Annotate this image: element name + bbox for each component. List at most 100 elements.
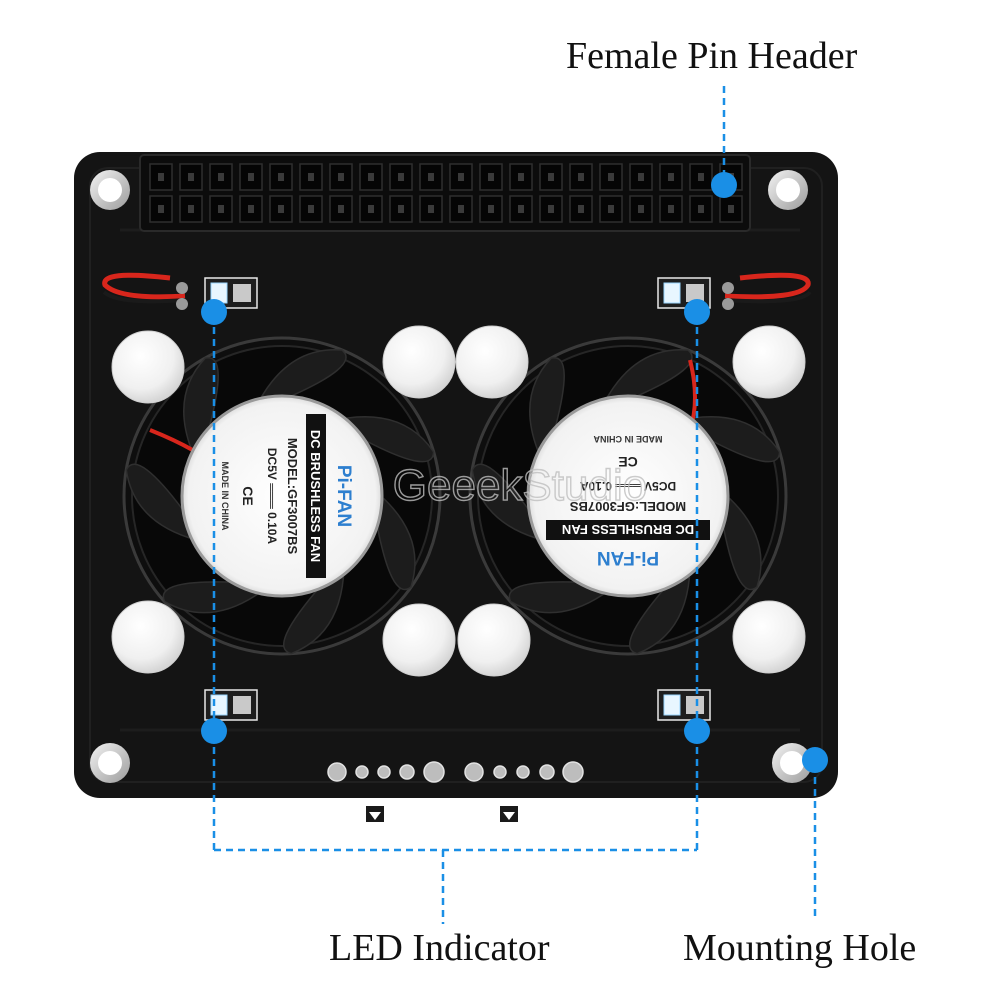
header-socket-hole: [188, 173, 194, 181]
header-socket-hole: [578, 173, 584, 181]
header-socket-hole: [668, 173, 674, 181]
fan-blade: [162, 581, 258, 614]
fan-type: DC BRUSHLESS FAN: [308, 430, 323, 562]
fan-blade: [629, 576, 691, 655]
standoffs: [111, 325, 806, 677]
header-socket-hole: [638, 205, 644, 213]
header-socket-hole: [488, 173, 494, 181]
bottom-pin: [539, 764, 555, 780]
fan-rating: DC5V ═══ 0.10A: [265, 448, 279, 545]
standoff: [382, 325, 456, 399]
fan-brand: Pi-FAN: [597, 547, 659, 568]
female-pin-header: [139, 154, 751, 232]
mounting-hole-bottom-left: [90, 743, 130, 783]
bottom-pin-row: [327, 761, 584, 783]
bottom-pin: [423, 761, 445, 783]
standoff: [111, 600, 185, 674]
fan-origin: MADE IN CHINA: [220, 462, 230, 531]
bottom-pin: [327, 762, 347, 782]
header-socket-hole: [428, 173, 434, 181]
label-female-pin-header: Female Pin Header: [566, 35, 858, 77]
fan-model: MODEL:GF3007BS: [570, 499, 687, 514]
fan-blade: [508, 581, 604, 614]
callout-dot: [802, 747, 828, 773]
header-socket-hole: [608, 205, 614, 213]
led-chip: [663, 282, 681, 304]
header-socket-hole: [668, 205, 674, 213]
fan-rating: DC5V ═══ 0.10A: [580, 479, 677, 493]
fan-blade: [606, 348, 693, 401]
fan-hub-label: [180, 394, 384, 598]
header-socket-hole: [398, 205, 404, 213]
header-socket-hole: [548, 205, 554, 213]
header-socket-hole: [368, 205, 374, 213]
header-socket-hole: [338, 173, 344, 181]
header-socket-hole: [428, 205, 434, 213]
header-socket-hole: [458, 173, 464, 181]
fan-brand: Pi-FAN: [333, 465, 354, 527]
mounting-hole-top-left: [90, 170, 130, 210]
mounting-hole-bottom-right: [772, 743, 812, 783]
header-pin-holes: [149, 163, 743, 223]
standoff: [455, 325, 529, 399]
bottom-switch-left: [366, 806, 384, 822]
header-socket-hole: [278, 205, 284, 213]
header-socket-hole: [308, 173, 314, 181]
fan-origin: MADE IN CHINA: [593, 434, 662, 444]
header-socket-hole: [458, 205, 464, 213]
fan-blade: [471, 463, 536, 539]
fan-blades: [471, 348, 781, 655]
header-socket-hole: [518, 173, 524, 181]
fan-ce-mark: CE: [240, 486, 256, 505]
watermark: GeeekStudio: [393, 461, 647, 510]
header-socket-hole: [398, 173, 404, 181]
header-socket-hole: [368, 173, 374, 181]
fan-wire-left: [102, 272, 188, 310]
fan-type: DC BRUSHLESS FAN: [562, 522, 694, 537]
header-socket-hole: [578, 205, 584, 213]
bottom-pin: [562, 761, 584, 783]
bottom-pin: [493, 765, 507, 779]
label-led-indicator: LED Indicator: [329, 927, 550, 969]
led-chip: [663, 694, 681, 716]
bottom-pin: [355, 765, 369, 779]
bottom-pin: [464, 762, 484, 782]
bottom-switch-right: [500, 806, 518, 822]
callout-mounting-hole: [802, 747, 828, 918]
header-socket-hole: [488, 205, 494, 213]
standoff: [382, 603, 456, 677]
led-resistor: [233, 284, 251, 302]
bottom-pin: [399, 764, 415, 780]
fan-blade: [720, 497, 762, 591]
header-socket-hole: [548, 173, 554, 181]
header-socket-hole: [698, 173, 704, 181]
header-socket-hole: [218, 173, 224, 181]
standoff: [732, 325, 806, 399]
standoff: [457, 603, 531, 677]
header-socket-hole: [518, 205, 524, 213]
header-socket-hole: [158, 205, 164, 213]
fan-wire-right: [722, 272, 812, 310]
header-socket-hole: [188, 205, 194, 213]
led-resistor: [686, 284, 704, 302]
bottom-pin: [377, 765, 391, 779]
mounting-hole-top-right: [768, 170, 808, 210]
fan-left: Pi-FAN DC BRUSHLESS FAN MODEL:GF3007BS D…: [122, 336, 442, 656]
fan-ce-mark: CE: [618, 454, 637, 470]
led-resistor: [233, 696, 251, 714]
header-socket-hole: [608, 173, 614, 181]
fan-model: MODEL:GF3007BS: [285, 438, 300, 555]
header-socket-hole: [728, 205, 734, 213]
header-socket-hole: [698, 205, 704, 213]
callout-female-header: [711, 86, 737, 198]
led-resistor: [686, 696, 704, 714]
header-socket-hole: [248, 173, 254, 181]
label-mounting-hole: Mounting Hole: [683, 927, 917, 969]
led-indicators: [204, 277, 711, 721]
callout-dot: [201, 299, 227, 325]
fan-blade: [346, 416, 435, 463]
fan-blade: [125, 463, 190, 539]
bottom-pin: [516, 765, 530, 779]
callout-dot: [684, 718, 710, 744]
